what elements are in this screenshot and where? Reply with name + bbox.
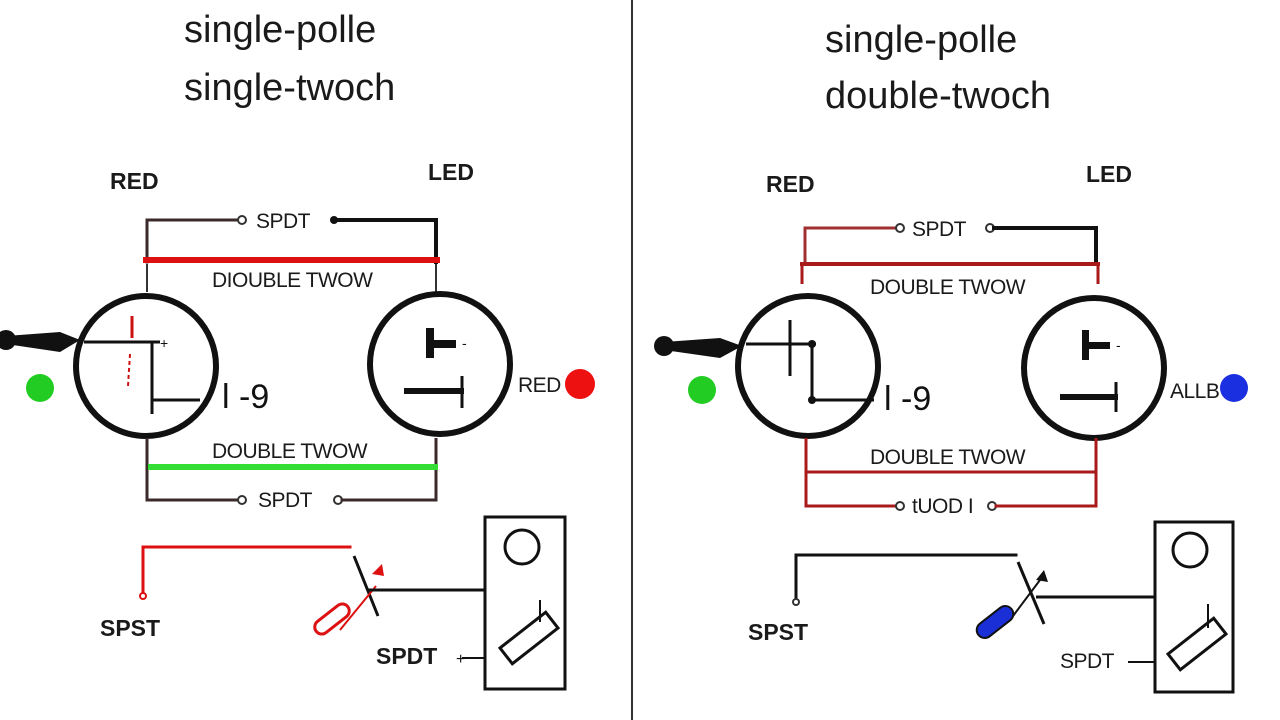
right-switch-handle-icon: [975, 604, 1015, 640]
right-label-double-throw-bottom: DOUBLE TWOW: [870, 446, 1026, 469]
left-spdt-top-dot: [330, 216, 338, 224]
right-switch-arrow-icon: [1036, 570, 1048, 582]
left-input-lead: [6, 332, 80, 352]
left-label-spdt-switch: SPDT: [376, 643, 437, 669]
left-switch-box-indicator: [503, 528, 541, 566]
right-label-spdt-switch: SPDT: [1060, 650, 1115, 673]
right-status-dot: [688, 376, 716, 404]
left-indicator-dot: [565, 369, 595, 399]
left-led-minus-icon: -: [462, 335, 467, 351]
left-label-red: RED: [110, 168, 159, 194]
left-top-loop-wire-left: [145, 218, 240, 264]
left-spdt-switch-plus-icon: +: [456, 651, 465, 668]
left-label-led: LED: [428, 159, 474, 185]
left-spdt-bottom-terminal: [237, 495, 247, 505]
right-relay-node-top: [808, 340, 816, 348]
left-label-spst: SPST: [100, 615, 160, 641]
right-panel: single-polle double-twoch RED LED SPDT D…: [654, 19, 1248, 694]
left-switch-shaft: [339, 585, 377, 631]
left-led-bar-h: [426, 340, 456, 348]
left-spst-terminal: [139, 592, 147, 600]
left-label-spdt-top: SPDT: [256, 210, 311, 233]
right-switch-box-toggle-icon: [1165, 616, 1229, 672]
left-relay-red-mark-2: [127, 353, 131, 387]
right-label-double-throw-top: DOUBLE TWOW: [870, 276, 1026, 299]
right-label-indicator: ALLB: [1170, 380, 1219, 403]
left-status-dot: [26, 374, 54, 402]
left-switch-blade: [352, 555, 380, 617]
right-label-spdt-top: SPDT: [912, 218, 967, 241]
right-top-loop-wire-right: [992, 226, 1098, 264]
right-input-lead: [664, 338, 742, 358]
left-switch-arrow-icon: [372, 564, 384, 576]
right-spdt-top-terminal: [895, 223, 905, 233]
left-label-spdt-bottom: SPDT: [258, 489, 313, 512]
right-led-base: [1060, 394, 1118, 400]
left-spst-red-wire: [141, 545, 352, 598]
left-switch-box-toggle-icon: [497, 610, 561, 666]
left-switch-handle-icon: [313, 602, 351, 636]
left-label-double-throw-bottom: DOUBLE TWOW: [212, 440, 368, 463]
left-title-line1: single-polle: [184, 9, 376, 51]
left-label-coil: Ɩ ‑9: [222, 378, 269, 416]
right-title-line2: double-twoch: [825, 75, 1051, 117]
right-label-coil: Ɩ ‑9: [884, 380, 931, 418]
right-bottom-loop-terminal: [895, 501, 905, 511]
left-top-loop-wire-right: [332, 218, 438, 264]
right-label-red: RED: [766, 171, 815, 197]
right-spst-terminal: [792, 598, 800, 606]
right-label-bottom-loop: tUOD I: [912, 495, 973, 518]
right-indicator-dot: [1220, 374, 1248, 402]
left-led-base: [404, 388, 464, 394]
right-top-loop-wire-left: [803, 226, 898, 264]
left-led-circle: [367, 291, 513, 437]
right-label-led: LED: [1086, 161, 1132, 187]
left-label-indicator: RED: [518, 374, 561, 397]
left-panel: single-polle single-twoch RED LED SPDT D…: [0, 9, 595, 691]
left-title-line2: single-twoch: [184, 67, 395, 109]
right-switch-shaft: [1009, 579, 1041, 621]
right-led-bar-h: [1082, 342, 1110, 349]
right-led-minus-icon: -: [1116, 337, 1121, 353]
right-label-spst: SPST: [748, 619, 808, 645]
right-led-circle: [1021, 295, 1167, 441]
right-relay-node-bottom: [808, 396, 816, 404]
right-title-line1: single-polle: [825, 19, 1017, 61]
left-relay-circle: [73, 293, 219, 439]
left-spdt-top-terminal: [237, 215, 247, 225]
left-label-double-throw-top: DIOUBLE TWOW: [212, 269, 373, 292]
right-relay-circle: [735, 293, 881, 439]
left-relay-plus-icon: +: [160, 335, 168, 351]
right-spst-wire: [794, 553, 1018, 602]
right-switch-box-indicator: [1171, 531, 1209, 569]
